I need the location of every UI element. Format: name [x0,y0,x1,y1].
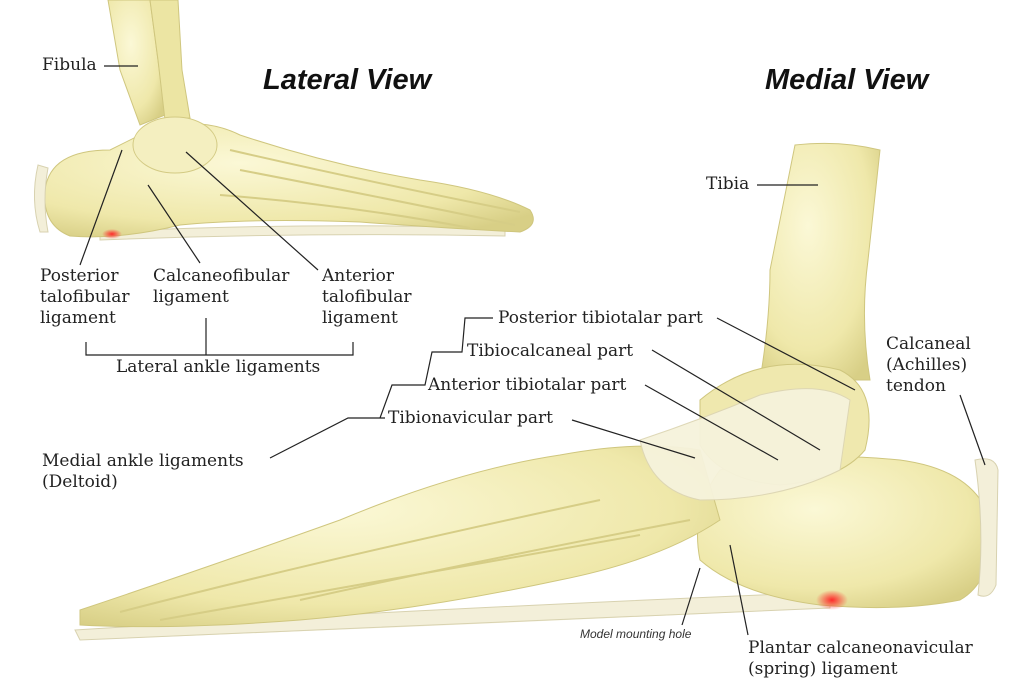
leader-posterior-tibiotalar [716,317,856,391]
leader-calcaneofibular [147,184,201,264]
label-anterior-talofibular-ligament: Anterior talofibular ligament [322,266,412,328]
medial-view-title: Medial View [765,64,929,96]
lateral-group-bracket [85,318,354,356]
leader-achilles [959,394,986,466]
deltoid-ligament-fan [639,388,851,501]
medial-calcaneus-bone [697,456,992,609]
leader-anterior-talofibular [185,151,319,271]
leader-tibionavicular [571,419,696,459]
lateral-foot [33,0,534,241]
label-anterior-tibiotalar-part: Anterior tibiotalar part [428,375,627,395]
label-calcaneofibular-ligament: Calcaneofibular ligament [153,266,290,307]
label-tibia: Tibia [706,174,750,194]
medial-tibia-bone [759,142,881,381]
label-tibionavicular-part: Tibionavicular part [388,408,554,428]
label-posterior-talofibular-ligament: Posterior talofibular ligament [40,266,130,328]
lateral-plantar-tendon [99,225,506,241]
label-fibula: Fibula [42,55,97,75]
label-tibiocalcaneal-part: Tibiocalcaneal part [467,341,634,361]
label-model-mounting-hole: Model mounting hole [580,627,692,641]
leader-lines [79,65,986,636]
leader-spring [729,544,749,636]
lateral-talus-bone [132,116,218,174]
label-medial-ankle-ligaments: Medial ankle ligaments (Deltoid) [42,451,244,492]
label-calcaneal-achilles-tendon: Calcaneal (Achilles) tendon [886,334,971,396]
label-lateral-ankle-ligaments: Lateral ankle ligaments [116,357,321,377]
leader-posterior-talofibular [79,149,123,266]
label-plantar-calcaneonavicular-ligament: Plantar calcaneonavicular (spring) ligam… [748,638,973,679]
leader-mounting-hole [681,567,701,626]
achilles-tendon [974,458,999,597]
leader-anterior-tibiotalar [644,384,779,461]
label-posterior-tibiotalar-part: Posterior tibiotalar part [498,308,703,328]
leader-tibiocalcaneal [651,349,821,451]
lateral-view-title: Lateral View [263,64,432,96]
lateral-tibia-bone [149,0,191,121]
deltoid-group-connector [269,317,493,459]
medial-foot [74,142,999,641]
